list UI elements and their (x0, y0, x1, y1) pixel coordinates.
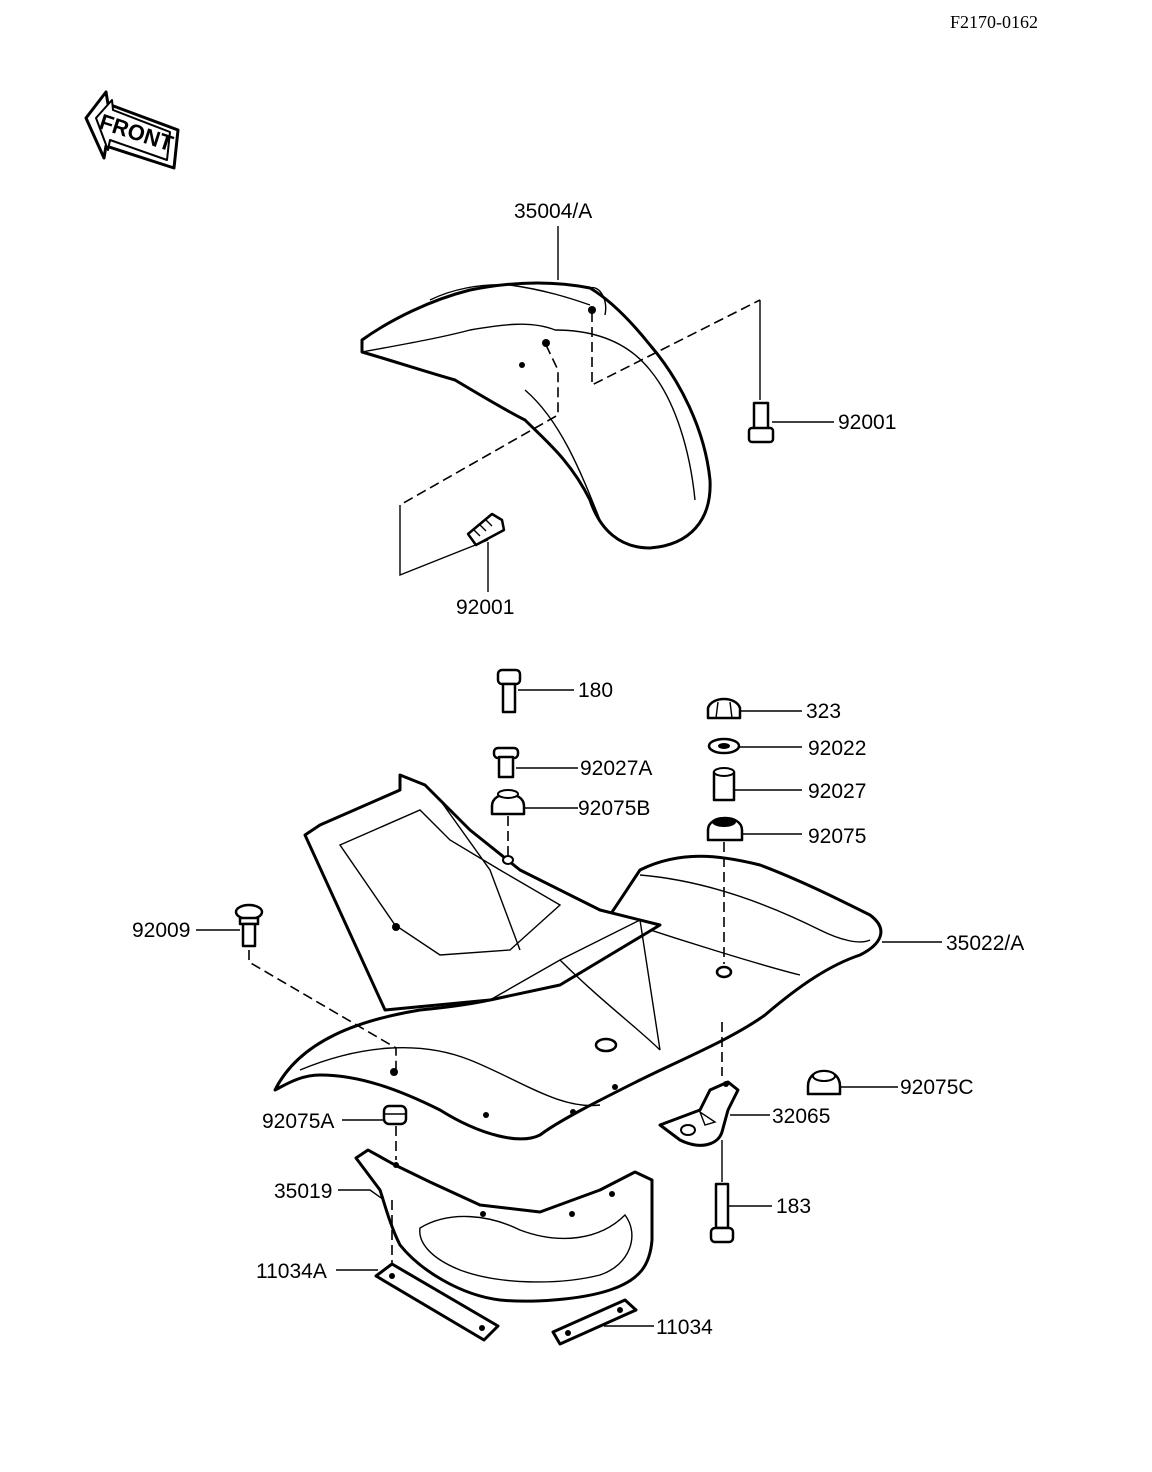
front-fender (360, 281, 761, 550)
label-35004a: 35004/A (514, 200, 592, 223)
label-183: 183 (776, 1195, 811, 1218)
label-92022: 92022 (808, 737, 866, 760)
bracket-32065 (658, 1080, 740, 1147)
label-92001-right: 92001 (838, 411, 896, 434)
collar-92027a (492, 746, 520, 779)
label-92075b: 92075B (578, 797, 650, 820)
bolt-92001-right (747, 401, 775, 444)
label-323: 323 (806, 700, 841, 723)
washer-92022 (707, 737, 741, 755)
label-92027: 92027 (808, 780, 866, 803)
bolt-92009 (234, 903, 264, 948)
nut-323 (706, 697, 742, 720)
collar-92027 (712, 767, 736, 802)
bolt-183 (709, 1182, 735, 1244)
grommet-92075a (382, 1104, 408, 1126)
grommet-92075c (806, 1069, 842, 1096)
label-11034a: 11034A (256, 1260, 327, 1283)
label-92075a: 92075A (262, 1110, 334, 1133)
label-92075c: 92075C (900, 1076, 974, 1099)
label-35022a: 35022/A (946, 932, 1024, 955)
label-92027a: 92027A (580, 757, 652, 780)
plate-11034a (374, 1262, 500, 1342)
bolt-92001-left (466, 512, 506, 547)
label-92009: 92009 (132, 919, 190, 942)
label-180: 180 (578, 679, 613, 702)
document-id: F2170-0162 (950, 12, 1038, 32)
plate-11034 (551, 1298, 638, 1346)
label-35019: 35019 (274, 1180, 332, 1203)
label-92001-left: 92001 (456, 596, 514, 619)
grommet-92075b (490, 789, 526, 816)
bolt-180 (496, 668, 522, 714)
grommet-92075 (706, 816, 744, 842)
label-11034: 11034 (656, 1316, 713, 1339)
front-direction-arrow-icon: FRONT (84, 90, 180, 170)
label-92075: 92075 (808, 825, 866, 848)
label-32065: 32065 (772, 1105, 830, 1128)
plate-35019 (354, 1148, 654, 1303)
rear-fender (273, 773, 883, 1141)
